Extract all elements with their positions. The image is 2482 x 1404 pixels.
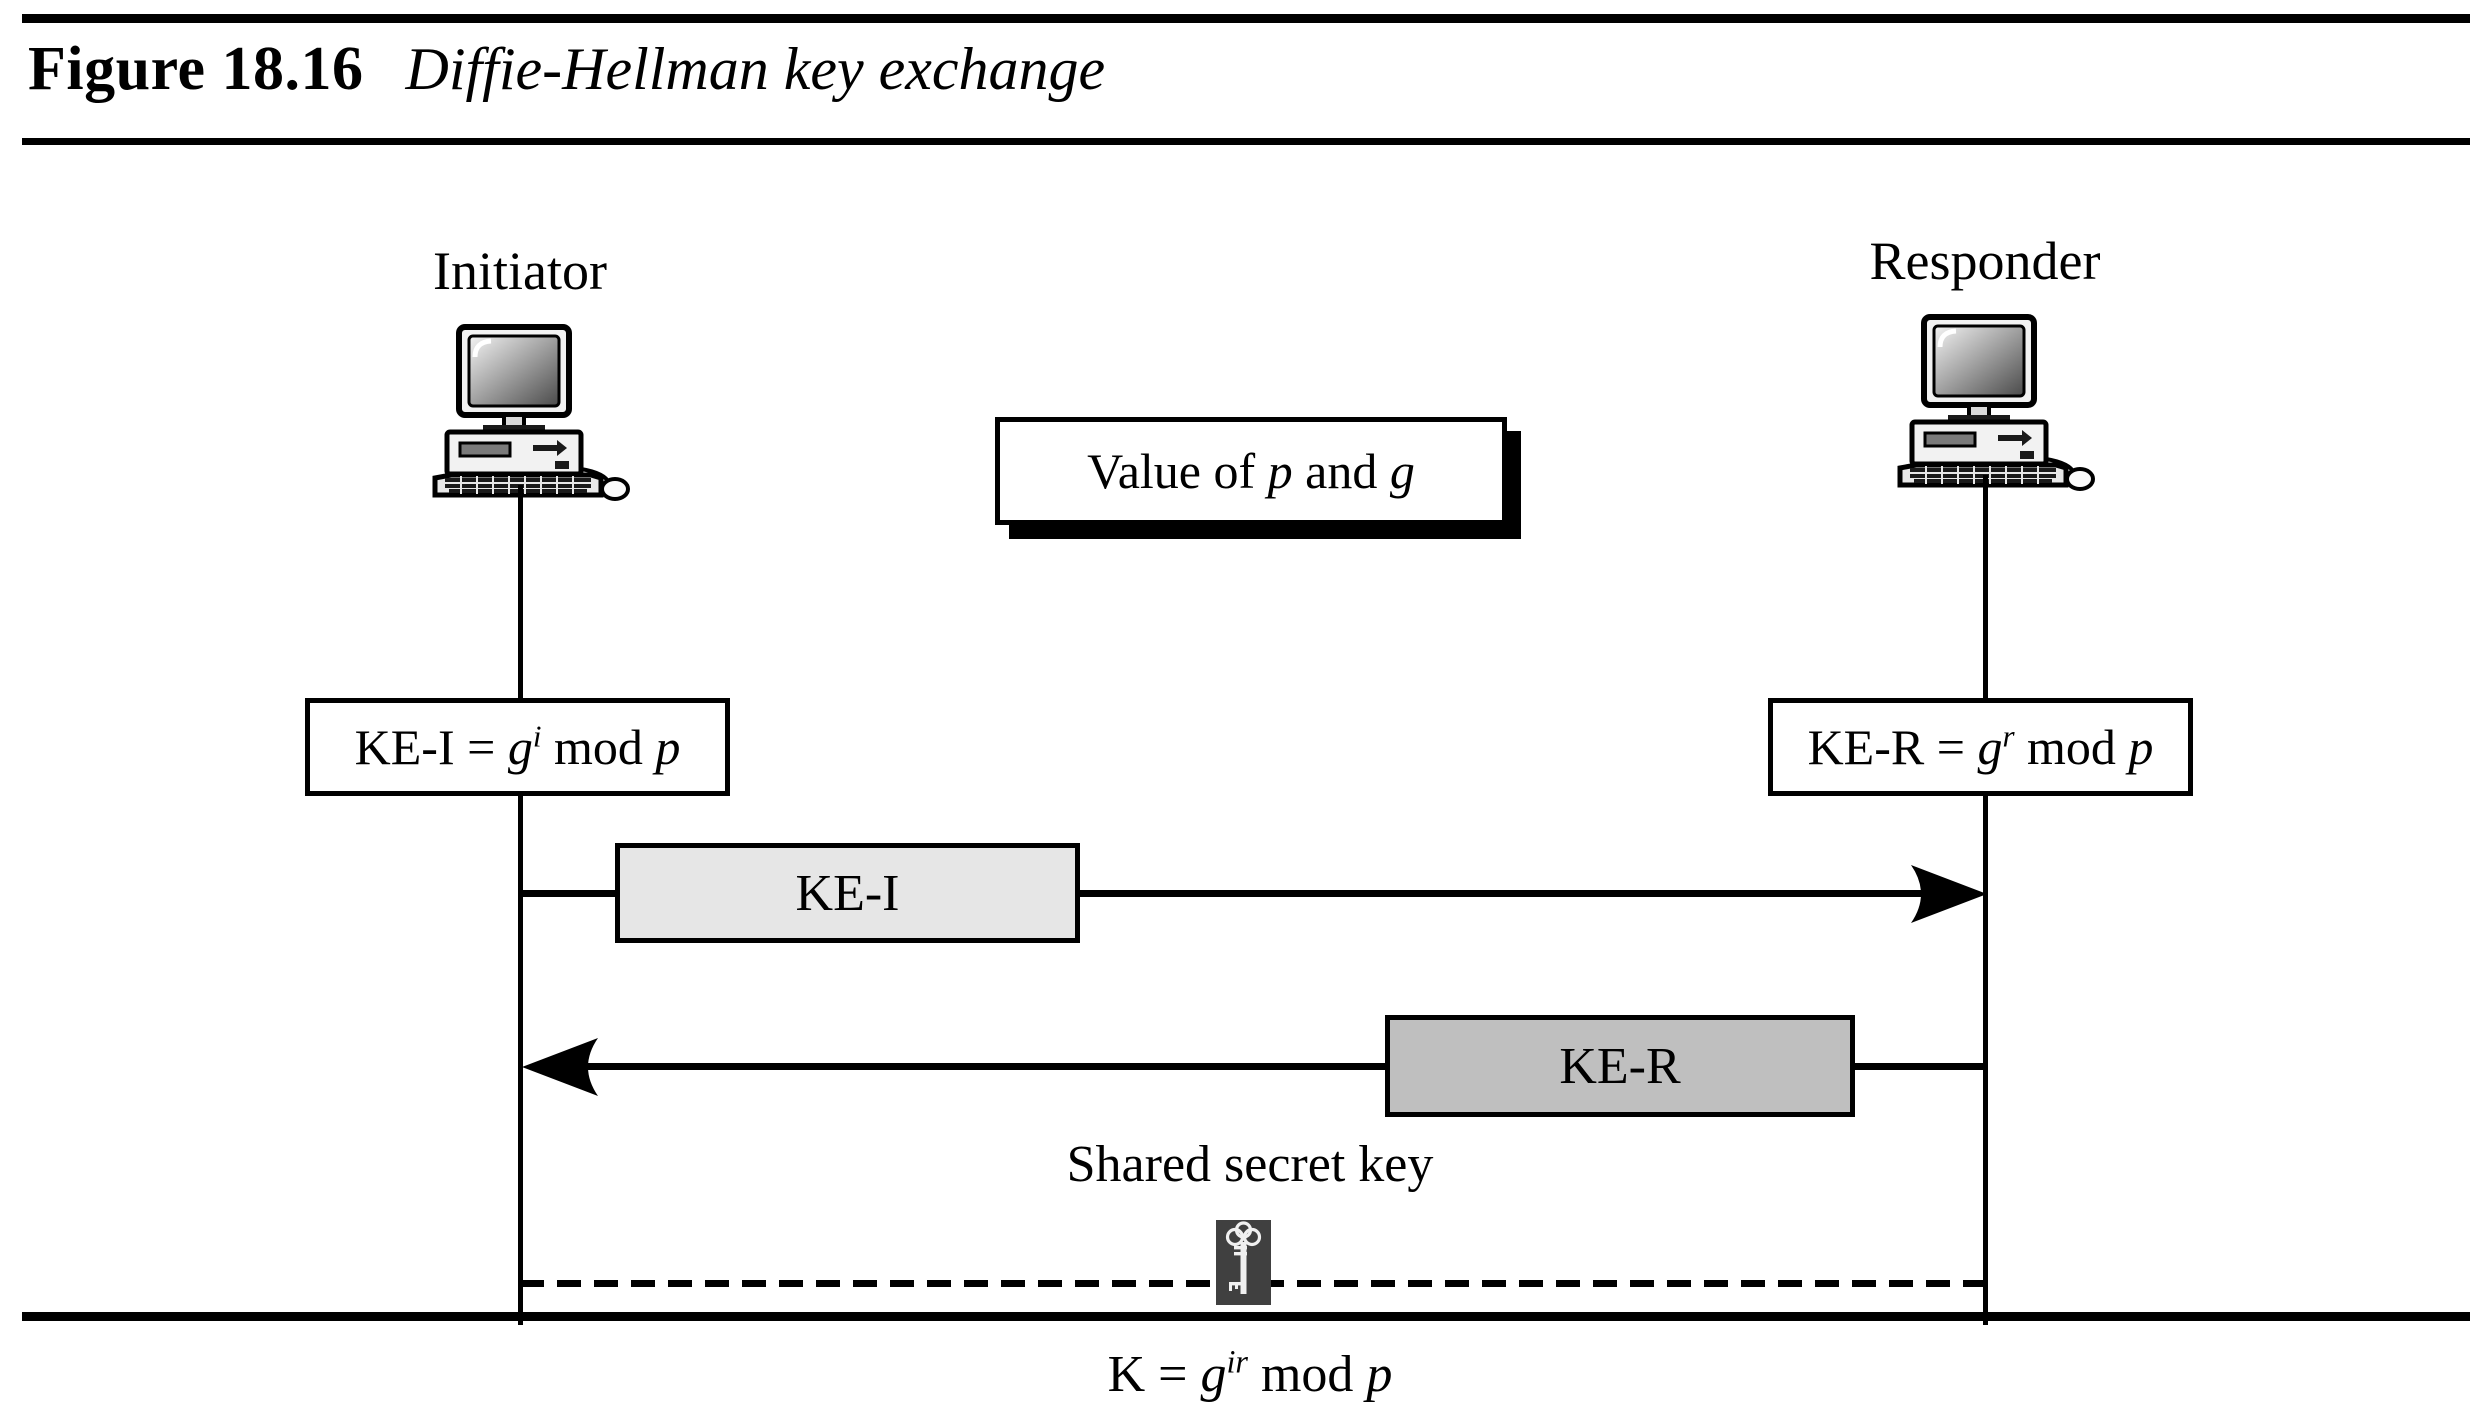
lifeline-initiator: [518, 485, 523, 1325]
actor-label-responder: Responder: [1869, 231, 2101, 291]
formula-box-ke-i: KE-I = gi mod p: [305, 698, 730, 796]
ke-i-modulus: p: [655, 719, 681, 775]
message-box-ke-r: KE-R: [1385, 1015, 1855, 1117]
ke-i-exponent: i: [532, 718, 542, 754]
computer-icon-responder: [1870, 313, 2100, 493]
ke-i-mod: mod: [541, 719, 656, 775]
ke-r-name: KE-R =: [1807, 719, 1978, 775]
shared-formula-exponent: ir: [1226, 1343, 1248, 1380]
lifeline-responder: [1983, 475, 1988, 1325]
message-label-ke-r: KE-R: [1559, 1037, 1681, 1095]
formula-box-ke-r: KE-R = gr mod p: [1768, 698, 2193, 796]
diagram-canvas: Initiator Responder: [0, 145, 2482, 1403]
parameters-symbol-p: p: [1267, 443, 1293, 499]
key-icon: [1216, 1220, 1271, 1305]
message-line-ke-i: [520, 890, 1965, 897]
shared-formula-modulus: p: [1366, 1346, 1393, 1403]
message-line-ke-r: [545, 1063, 1985, 1070]
arrowhead-right-icon: [1905, 863, 1991, 930]
figure-caption: Figure 18.16 Diffie-Hellman key exchange: [28, 34, 1105, 105]
ke-r-mod: mod: [2014, 719, 2129, 775]
shared-formula-mod: mod: [1247, 1346, 1367, 1403]
message-box-ke-i: KE-I: [615, 843, 1080, 943]
figure-rule-bottom: [22, 1312, 2470, 1321]
parameters-symbol-g: g: [1389, 443, 1415, 499]
parameters-box-body: Value of p and g: [995, 417, 1507, 525]
header-rule-bottom: [22, 138, 2470, 145]
ke-i-base: g: [507, 719, 533, 775]
shared-secret-formula: K = gir mod p: [1000, 1345, 1500, 1404]
ke-r-modulus: p: [2128, 719, 2154, 775]
parameters-prefix: Value of: [1087, 443, 1268, 499]
formula-ke-i-text: KE-I = gi mod p: [355, 718, 681, 776]
ke-r-base: g: [1977, 719, 2003, 775]
parameters-box-text: Value of p and g: [1087, 442, 1415, 500]
figure-number: Figure 18.16: [28, 35, 364, 103]
shared-formula-base: g: [1200, 1346, 1227, 1403]
parameters-box: Value of p and g: [995, 417, 1521, 539]
ke-r-exponent: r: [2002, 718, 2015, 754]
shared-formula-name: K =: [1107, 1346, 1201, 1403]
figure-title: Diffie-Hellman key exchange: [405, 36, 1106, 102]
formula-ke-r-text: KE-R = gr mod p: [1808, 718, 2154, 776]
actor-label-initiator: Initiator: [433, 241, 607, 301]
message-label-ke-i: KE-I: [795, 864, 900, 922]
computer-icon-initiator: [405, 323, 635, 503]
figure-header: Figure 18.16 Diffie-Hellman key exchange: [0, 0, 2482, 145]
header-rule-top: [22, 14, 2470, 23]
ke-i-name: KE-I =: [354, 719, 508, 775]
shared-secret-label: Shared secret key: [1066, 1136, 1434, 1193]
arrowhead-left-icon: [518, 1036, 604, 1103]
parameters-middle: and: [1292, 443, 1390, 499]
